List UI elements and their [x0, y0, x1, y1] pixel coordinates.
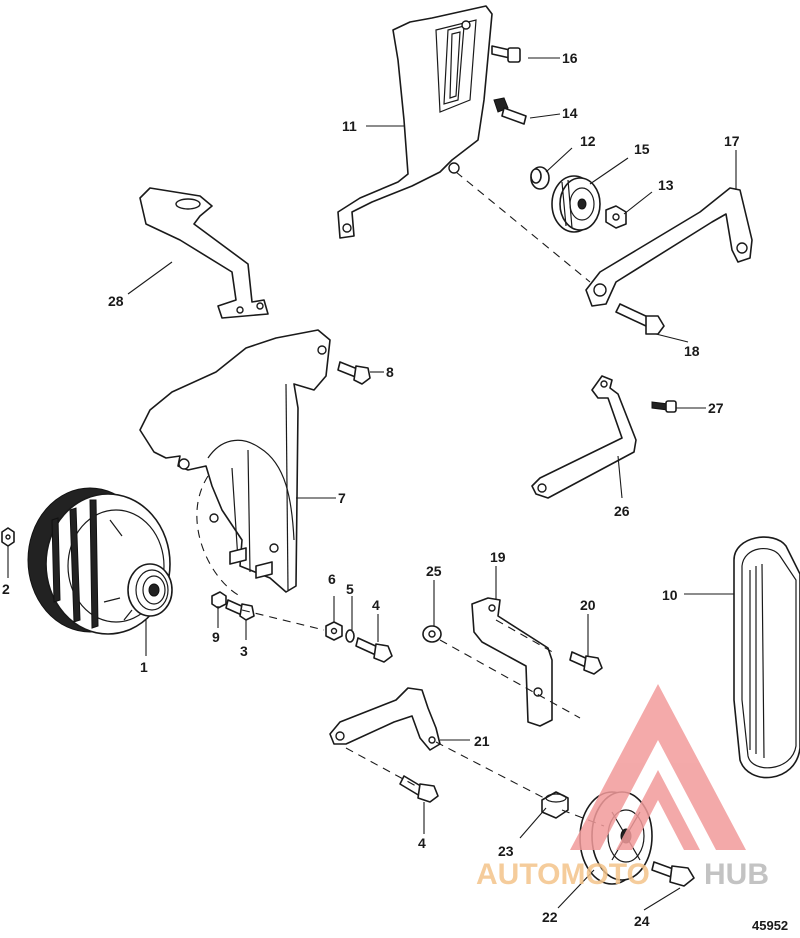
- callout-18: 18: [684, 343, 700, 359]
- callout-20: 20: [580, 597, 596, 613]
- callout-16: 16: [562, 50, 578, 66]
- callout-9: 9: [212, 629, 220, 645]
- callout-10: 10: [662, 587, 678, 603]
- callout-22: 22: [542, 909, 558, 925]
- part-20-bolt: [569, 651, 603, 675]
- part-23-spacer: [541, 791, 569, 819]
- assembly-lines: [241, 171, 605, 827]
- callout-5: 5: [346, 581, 354, 597]
- callout-3: 3: [240, 643, 248, 659]
- part-2-nut: [1, 527, 15, 547]
- part-6-nut: [325, 621, 343, 641]
- part-25-washer: [422, 625, 442, 643]
- callout-26: 26: [614, 503, 630, 519]
- callout-28: 28: [108, 293, 124, 309]
- callout-7: 7: [338, 490, 346, 506]
- part-7-alternator-bracket: [139, 329, 331, 597]
- watermark-logo: AUTOMOTO HUB: [476, 684, 769, 891]
- callout-24: 24: [634, 913, 650, 929]
- callout-23: 23: [498, 843, 514, 859]
- part-26-brace: [531, 375, 637, 499]
- callout-14: 14: [562, 105, 578, 121]
- part-10-drive-belt: [733, 536, 800, 779]
- part-19-bracket: [471, 597, 553, 727]
- callout-13: 13: [658, 177, 674, 193]
- callout-6: 6: [328, 571, 336, 587]
- callout-15: 15: [634, 141, 650, 157]
- part-18-bolt: [615, 303, 665, 335]
- part-4-bolt-lower: [399, 775, 439, 803]
- callout-21: 21: [474, 733, 490, 749]
- part-3-bolt: [225, 599, 255, 621]
- callout-12: 12: [580, 133, 596, 149]
- callout-19: 19: [490, 549, 506, 565]
- callout-4-upper: 4: [372, 597, 380, 613]
- part-9-washer: [211, 591, 227, 609]
- callout-17: 17: [724, 133, 740, 149]
- callout-2: 2: [2, 581, 10, 597]
- callout-11: 11: [342, 118, 357, 134]
- callout-1: 1: [140, 659, 148, 675]
- leader-lines: [7, 57, 737, 911]
- callout-25: 25: [426, 563, 442, 579]
- part-4-bolt-upper: [355, 637, 393, 663]
- part-8-bolt: [337, 361, 371, 385]
- callout-labels: 16 14 11 12 15 17 13 28 18 8 27 7 26 19 …: [2, 50, 788, 933]
- part-21-plate: [329, 687, 441, 751]
- part-16-bolt: [491, 45, 521, 63]
- part-11-tensioner-bracket: [337, 5, 493, 239]
- part-28-bracket: [139, 187, 269, 319]
- callout-4-lower: 4: [418, 835, 426, 851]
- part-14-stud: [493, 97, 527, 125]
- watermark-text-hub: HUB: [704, 858, 769, 891]
- part-27-bolt: [651, 400, 677, 413]
- callout-27: 27: [708, 400, 724, 416]
- part-13-nut: [605, 205, 627, 229]
- part-15-idler-pulley: [551, 175, 601, 233]
- part-12-spacer: [530, 166, 550, 190]
- watermark-text-automoto: AUTOMOTO: [476, 858, 650, 891]
- part-5-washer: [345, 629, 355, 643]
- part-24-bolt: [651, 861, 695, 887]
- figure-id: 45952: [752, 918, 788, 933]
- callout-8: 8: [386, 364, 394, 380]
- part-1-alternator: [27, 487, 173, 635]
- part-17-support-strap: [585, 187, 753, 307]
